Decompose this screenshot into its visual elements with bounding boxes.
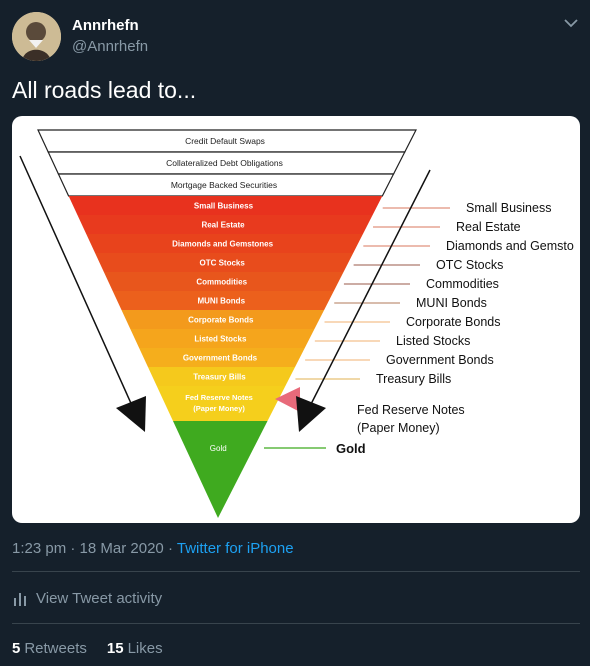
- side-label: Commodities: [426, 277, 499, 291]
- pyramid-layer-label: Credit Default Swaps: [185, 136, 265, 146]
- display-name[interactable]: Annrhefn: [72, 17, 139, 34]
- pyramid-layer: [121, 310, 325, 329]
- tweet-source-link[interactable]: Twitter for iPhone: [176, 540, 294, 557]
- arrow-line: [19, 155, 135, 411]
- bar-chart-icon: [14, 592, 26, 606]
- side-label: (Paper Money): [357, 421, 440, 435]
- side-label: Government Bonds: [386, 353, 494, 367]
- retweets-label: Retweets: [24, 640, 87, 657]
- pyramid-layer: [112, 291, 334, 310]
- activity-label: View Tweet activity: [36, 590, 163, 607]
- pyramid-layer: [130, 329, 315, 348]
- pyramid-layer-label: Collateralized Debt Obligations: [166, 158, 283, 168]
- tweet-date: 18 Mar 2020: [79, 540, 164, 557]
- pyramid-layer-label: Mortgage Backed Securities: [171, 180, 277, 190]
- side-label: Diamonds and Gemsto: [446, 239, 574, 253]
- user-handle[interactable]: @Annrhefn: [72, 38, 149, 55]
- pyramid-layer-label: Fed Reserve Notes: [185, 393, 253, 402]
- pyramid-layer-label: Real Estate: [201, 221, 245, 230]
- pyramid-layer: [68, 196, 383, 215]
- pyramid-layer-label: Government Bonds: [183, 354, 258, 363]
- likes-count: 15: [106, 640, 124, 657]
- pyramid-layer: [156, 386, 286, 421]
- tweet-time: 1:23 pm: [12, 540, 67, 557]
- pyramid-layer-label: Small Business: [194, 202, 254, 211]
- meta-separator: ·: [70, 540, 76, 557]
- side-label: Listed Stocks: [396, 334, 470, 348]
- pyramid-layer-label: OTC Stocks: [199, 259, 245, 268]
- pyramid-layer: [139, 348, 305, 367]
- side-label: Corporate Bonds: [406, 315, 501, 329]
- divider: [12, 623, 580, 624]
- retweets-count: 5: [12, 640, 21, 657]
- side-label: Small Business: [466, 201, 551, 215]
- pyramid-layer-label: MUNI Bonds: [197, 297, 245, 306]
- pyramid-layer: [95, 253, 354, 272]
- arrow-line: [307, 169, 431, 411]
- pyramid-layer-label: Commodities: [196, 278, 247, 287]
- chevron-down-icon[interactable]: [562, 14, 580, 32]
- side-label: Fed Reserve Notes: [357, 403, 465, 417]
- pyramid-layer: [86, 234, 363, 253]
- tweet-meta: 1:23 pm · 18 Mar 2020 · Twitter for iPho…: [12, 540, 294, 557]
- pyramid-layer: [103, 272, 344, 291]
- likes-label: Likes: [127, 640, 163, 657]
- pyramid-layer-label: Listed Stocks: [194, 335, 247, 344]
- pyramid-layer: [147, 367, 296, 386]
- pyramid-layer-label: Diamonds and Gemstones: [172, 240, 273, 249]
- pyramid-layer-label: Gold: [210, 444, 227, 453]
- meta-separator: ·: [167, 540, 173, 557]
- view-activity-button[interactable]: View Tweet activity: [12, 590, 162, 607]
- tweet-text: All roads lead to...: [12, 77, 197, 103]
- pyramid-layer-sublabel: (Paper Money): [193, 404, 245, 413]
- pyramid-layer: [173, 421, 268, 518]
- pointer-arrow: [275, 387, 300, 412]
- side-label: OTC Stocks: [436, 258, 503, 272]
- arrow-head: [296, 396, 326, 432]
- avatar-image: [12, 12, 61, 61]
- side-label: Real Estate: [456, 220, 521, 234]
- side-label: Treasury Bills: [376, 372, 451, 386]
- avatar[interactable]: [12, 12, 61, 61]
- side-label: Gold: [336, 441, 366, 456]
- divider: [12, 571, 580, 572]
- arrow-head: [116, 396, 146, 432]
- pyramid-layer-label: Corporate Bonds: [188, 316, 254, 325]
- side-label: MUNI Bonds: [416, 296, 487, 310]
- pyramid-layer: [77, 215, 373, 234]
- pyramid-layer-label: Treasury Bills: [193, 373, 246, 382]
